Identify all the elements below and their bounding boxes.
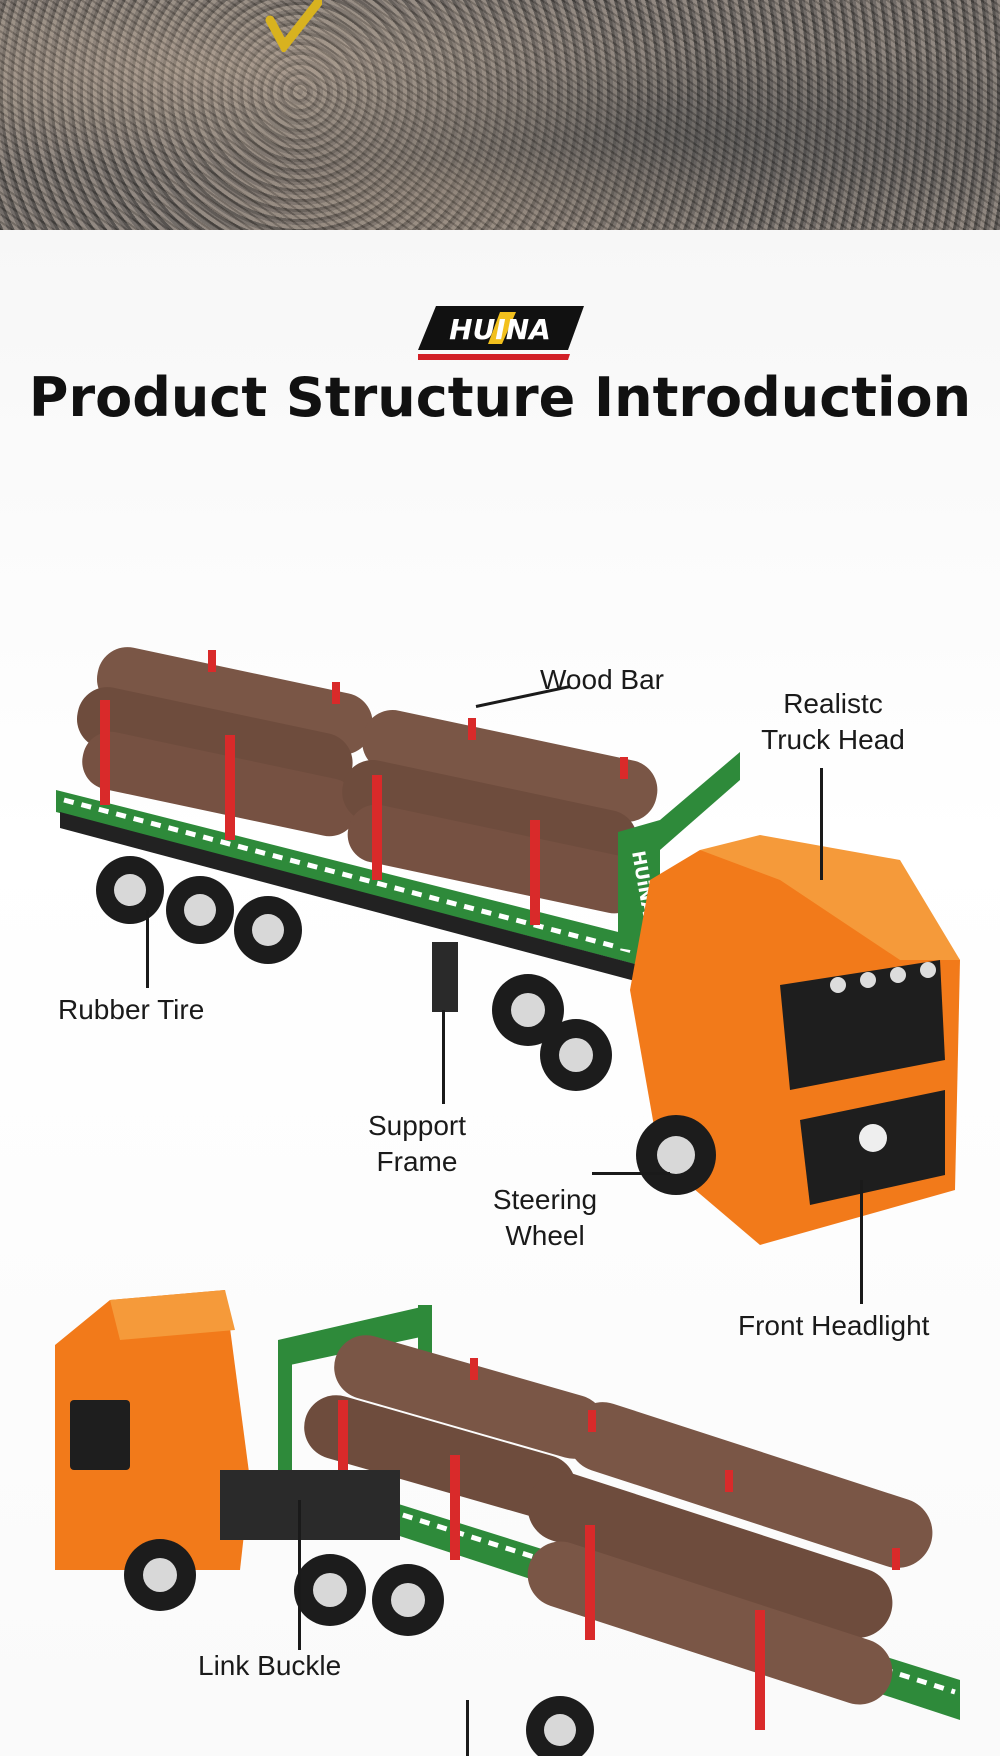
page-title: Product Structure Introduction	[28, 366, 972, 429]
steering-wheel-label-line1: Steering	[492, 1184, 598, 1215]
huina-logo-icon: HUINA	[418, 306, 584, 360]
reflector-strip	[63, 797, 641, 956]
support-frame-leg	[432, 942, 458, 1012]
trailer-wheels	[96, 856, 612, 1091]
support-frame-label-line2: Frame	[376, 1146, 458, 1177]
red-stakes	[100, 650, 628, 925]
trailer-underside	[60, 812, 650, 985]
steering-wheel-leader	[592, 1172, 670, 1175]
link-buckle-label: Link Buckle	[198, 1650, 342, 1681]
stone-banner-image	[0, 0, 1000, 230]
truck-head-label-line1: Realistc	[783, 688, 883, 719]
trailer-bed	[56, 790, 650, 968]
truck-head-label-line2: Truck Head	[761, 724, 905, 755]
steering-wheel-label-line2: Wheel	[505, 1220, 585, 1251]
truck-head-leader	[820, 768, 823, 880]
wood-bar-label: Wood Bar	[540, 664, 664, 695]
bottom-leader	[466, 1700, 469, 1756]
stone-texture	[0, 0, 1000, 230]
link-buckle-leader	[298, 1500, 301, 1650]
yellow-check-mark-icon	[265, 0, 322, 52]
truck-cab-front	[630, 835, 960, 1245]
front-headlight-leader	[860, 1180, 863, 1304]
support-frame-leader	[442, 1010, 445, 1104]
svg-text:HUINA: HUINA	[449, 313, 551, 346]
log-stack	[76, 647, 658, 914]
truck-illustration-bottom	[55, 1290, 960, 1756]
rubber-tire-label: Rubber Tire	[58, 994, 205, 1025]
rubber-tire-leader	[146, 910, 149, 988]
support-frame-label-line1: Support	[367, 1110, 467, 1141]
front-headlight-label: Front Headlight	[738, 1310, 930, 1341]
